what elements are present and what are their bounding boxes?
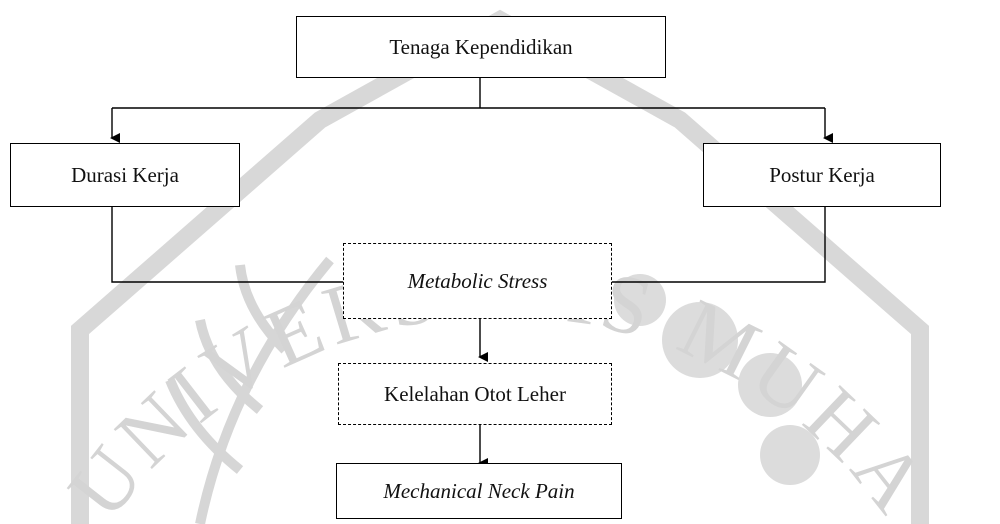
- node-label: Kelelahan Otot Leher: [384, 381, 566, 406]
- laurel-branch-icon: [165, 256, 334, 524]
- node-durasi-kerja: Durasi Kerja: [10, 143, 240, 207]
- node-label: Mechanical Neck Pain: [383, 478, 575, 503]
- durasi-to-metabolic-line: [111, 207, 343, 283]
- node-label: Durasi Kerja: [71, 162, 179, 187]
- cotton-flower-icon: [614, 274, 820, 485]
- node-kelelahan-otot-leher: Kelelahan Otot Leher: [338, 363, 612, 425]
- node-postur-kerja: Postur Kerja: [703, 143, 941, 207]
- node-tenaga-kependidikan: Tenaga Kependidikan: [296, 16, 666, 78]
- node-label: Metabolic Stress: [407, 268, 548, 293]
- node-metabolic-stress: Metabolic Stress: [343, 243, 612, 319]
- node-label: Postur Kerja: [769, 162, 875, 187]
- node-mechanical-neck-pain: Mechanical Neck Pain: [336, 463, 622, 519]
- node-label: Tenaga Kependidikan: [389, 34, 573, 59]
- postur-to-metabolic-line: [612, 207, 826, 283]
